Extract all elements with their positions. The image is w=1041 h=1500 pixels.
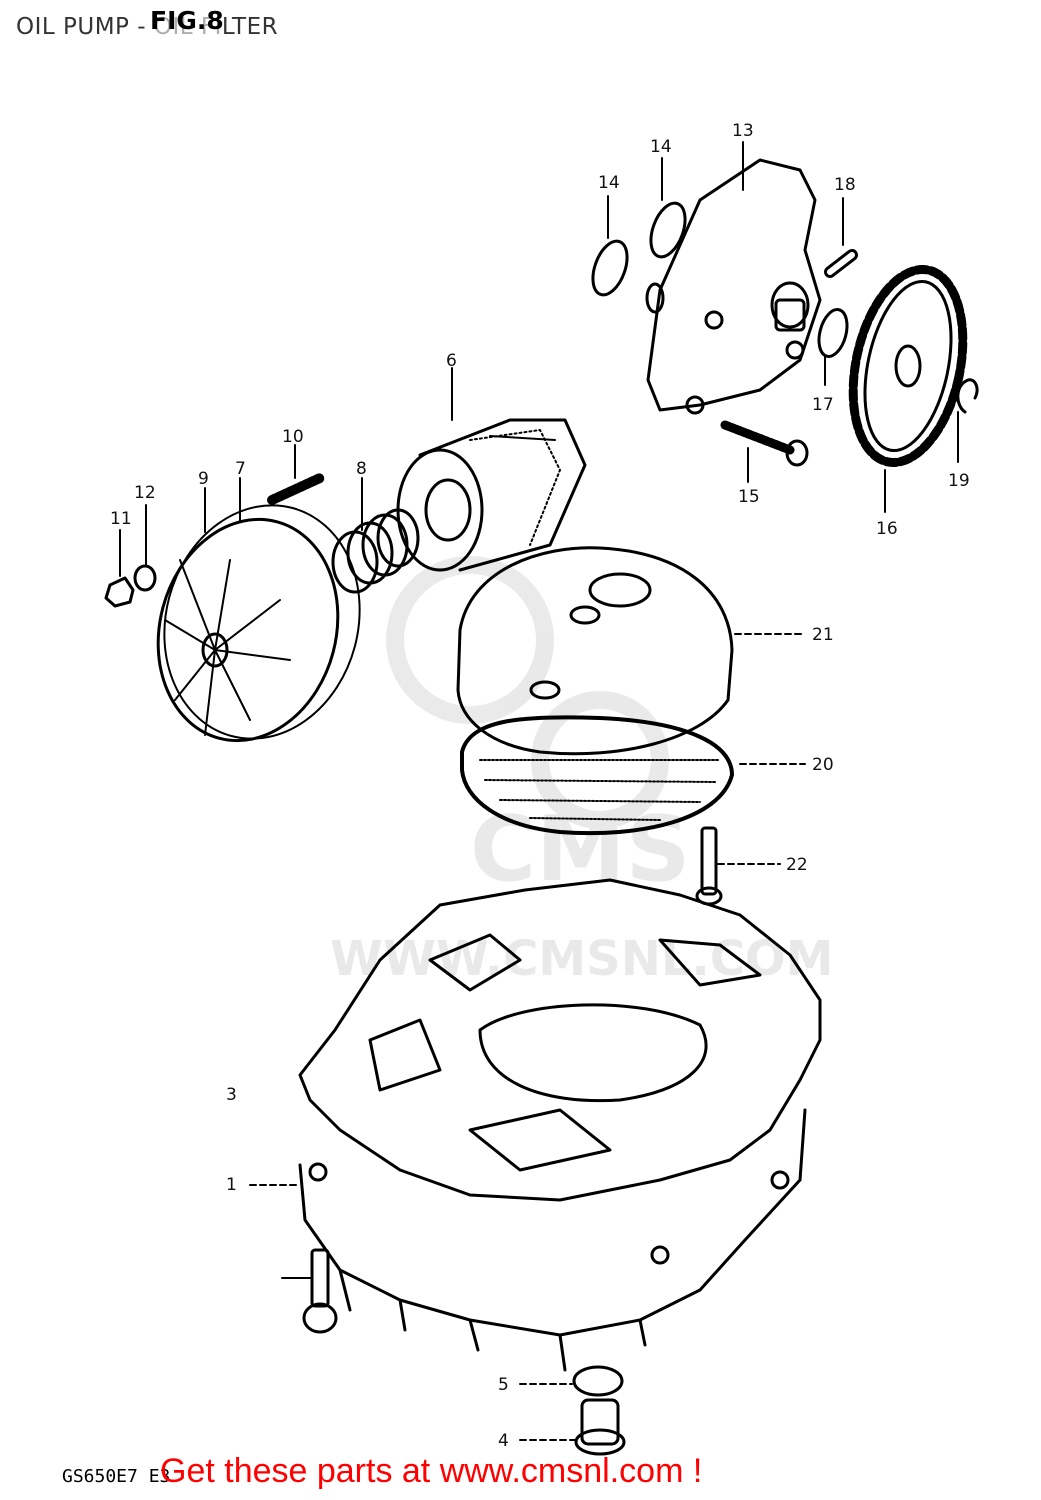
- washer-17: [817, 308, 849, 358]
- callout-13: 13: [732, 121, 754, 141]
- bolt-10: [267, 473, 325, 505]
- callout-9: 9: [198, 469, 209, 489]
- callout-1: 1: [226, 1175, 237, 1195]
- gasket-5: [572, 1365, 624, 1397]
- screw-15: [720, 420, 809, 467]
- oil-pump-body: [645, 158, 822, 415]
- callout-14a: 14: [650, 137, 672, 157]
- callout-15: 15: [738, 487, 760, 507]
- o-ring-14a: [591, 239, 629, 297]
- washer-12: [133, 564, 157, 592]
- oil-pan-gasket-3: [298, 878, 822, 1202]
- page-title: OIL PUMP - OIL FILTER: [16, 14, 279, 40]
- o-ring-14b: [649, 201, 687, 259]
- callout-21: 21: [812, 625, 834, 645]
- callout-17: 17: [812, 395, 834, 415]
- callout-11: 11: [110, 509, 132, 529]
- promo-link[interactable]: Get these parts at www.cmsnl.com !: [160, 1452, 703, 1490]
- drain-plug-4: [574, 1398, 626, 1456]
- strainer-screen-20: [460, 715, 734, 836]
- callout-12: 12: [134, 483, 156, 503]
- leader-lines: [119, 141, 959, 1441]
- callout-14b: 14: [598, 173, 620, 193]
- watermark-text: WWW.CMSNL.COM: [330, 931, 834, 987]
- figure-label: FIG.8: [150, 6, 224, 35]
- callout-7: 7: [235, 459, 246, 479]
- pump-gear-16: [848, 265, 968, 467]
- oil-filter-6: [396, 418, 587, 572]
- callout-3: 3: [226, 1085, 237, 1105]
- filter-cap-9: [156, 504, 361, 743]
- oil-pan-1: [298, 1108, 807, 1372]
- callout-16: 16: [876, 519, 898, 539]
- oil-pan-bolt: [302, 1248, 338, 1334]
- model-code: GS650E7 E3: [62, 1466, 171, 1487]
- callout-22: 22: [786, 855, 808, 875]
- callout-numbers: 1 3 4 5 6 7 8 9 10 11 12 13 14 14 15 16 …: [110, 121, 970, 1451]
- circlip-19: [956, 378, 979, 414]
- callout-4: 4: [498, 1431, 509, 1451]
- bolt-22: [695, 826, 723, 906]
- watermark-logo: CMS: [470, 797, 690, 902]
- callout-8: 8: [356, 459, 367, 479]
- callout-20: 20: [812, 755, 834, 775]
- callout-19: 19: [948, 471, 970, 491]
- callout-18: 18: [834, 175, 856, 195]
- spring-8: [331, 508, 420, 594]
- strainer-cap-21: [456, 546, 734, 756]
- watermark: CMS WWW.CMSNL.COM: [330, 556, 834, 987]
- callout-6: 6: [446, 351, 457, 371]
- callout-10: 10: [282, 427, 304, 447]
- callout-5: 5: [498, 1375, 509, 1395]
- nut-11: [104, 576, 135, 608]
